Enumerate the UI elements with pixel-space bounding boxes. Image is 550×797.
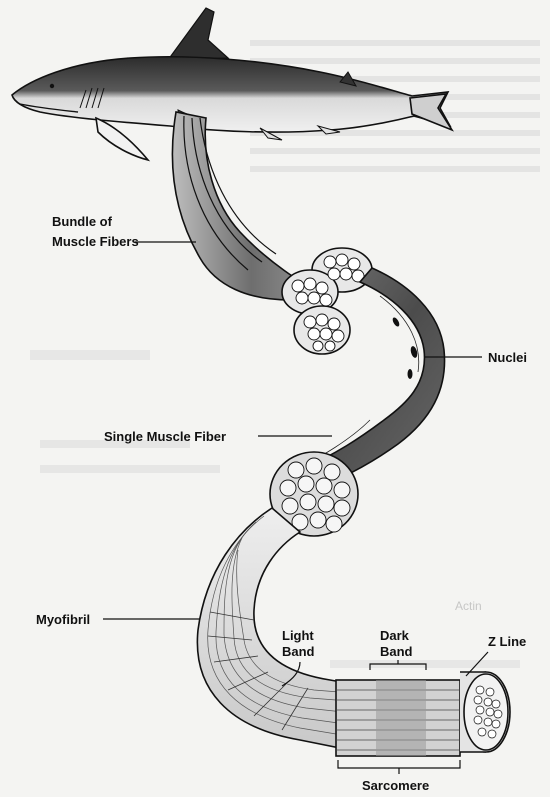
label-bundle-line2: Muscle Fibers — [52, 234, 139, 249]
label-z-line: Z Line — [488, 634, 526, 649]
label-sarcomere: Sarcomere — [362, 778, 429, 793]
shark-illustration — [12, 8, 452, 160]
label-single-fiber: Single Muscle Fiber — [104, 429, 226, 444]
label-myofibril: Myofibril — [36, 612, 90, 627]
bundle-cross-section — [282, 248, 372, 354]
sarcomere-bracket — [338, 760, 460, 774]
label-nuclei: Nuclei — [488, 350, 527, 365]
label-dark-band-line2: Band — [380, 644, 413, 659]
label-bundle-line1: Bundle of — [52, 214, 113, 229]
bleed-actin-text: Actin — [455, 599, 482, 613]
label-light-band-line1: Light — [282, 628, 314, 643]
sarcomere-section — [336, 672, 510, 756]
label-light-band-line2: Band — [282, 644, 315, 659]
label-dark-band-line1: Dark — [380, 628, 410, 643]
